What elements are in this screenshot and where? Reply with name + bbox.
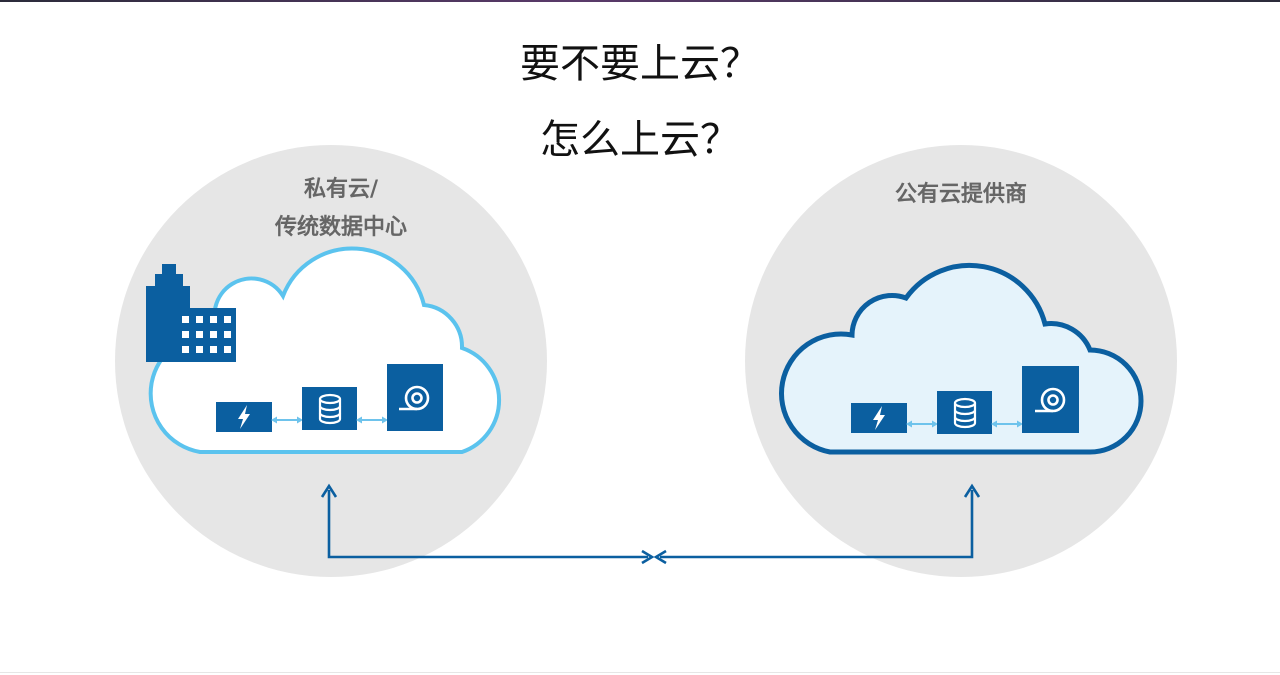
top-accent-bar <box>0 0 1280 2</box>
title-line-1: 要不要上云？ <box>520 41 760 87</box>
private-storage-box <box>387 364 443 431</box>
private-cloud-label-line2: 传统数据中心 <box>274 214 407 240</box>
hybrid-connector-arrow <box>320 483 981 565</box>
private-power-box <box>216 402 272 432</box>
public-cloud-label: 公有云提供商 <box>895 181 1027 207</box>
public-power-box <box>851 403 907 433</box>
public-storage-box <box>1022 366 1079 433</box>
private-database-box <box>302 387 357 430</box>
building-icon <box>146 264 236 362</box>
footer-divider <box>0 672 1280 673</box>
title-line-2: 怎么上云？ <box>540 117 740 163</box>
public-database-box <box>937 391 992 434</box>
private-cloud-label-line1: 私有云/ <box>304 176 379 202</box>
